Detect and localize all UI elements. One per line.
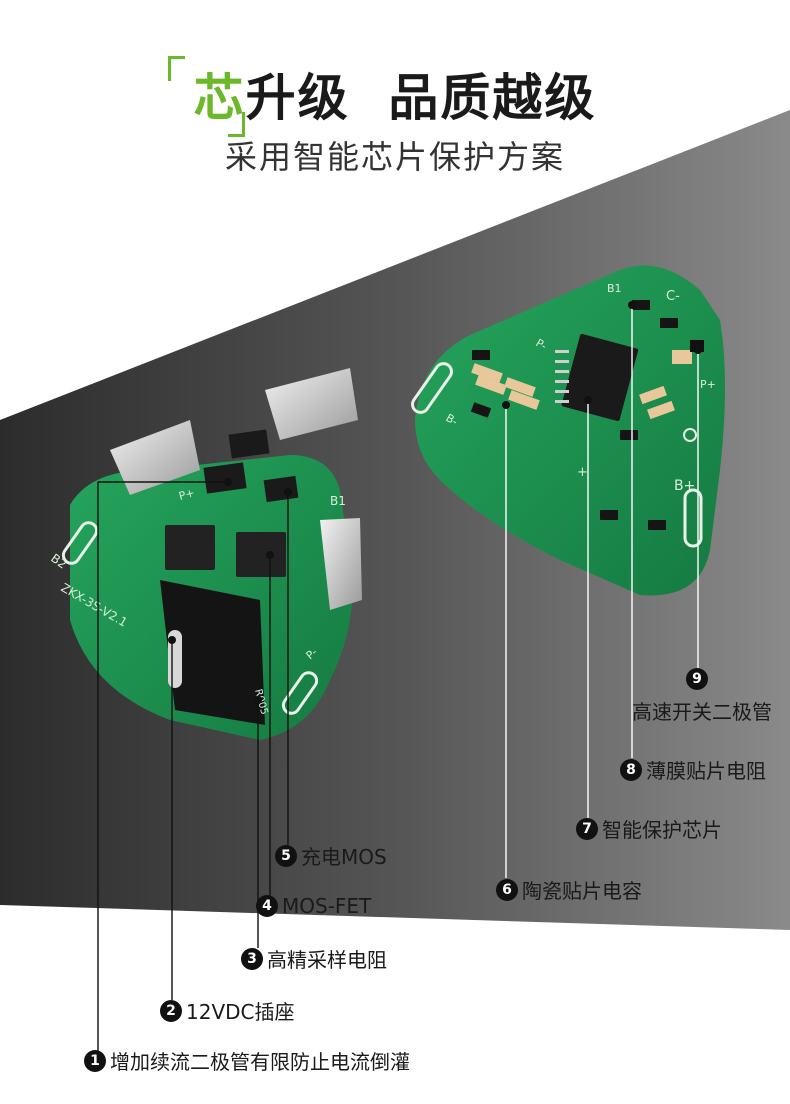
callout-5: 5 充电MOS xyxy=(275,841,387,870)
callout-6: 6 陶瓷贴片电容 xyxy=(496,875,642,904)
terminal-tab xyxy=(110,420,200,495)
protection-ic xyxy=(561,333,639,422)
via-hole xyxy=(683,428,697,442)
terminal-tab xyxy=(265,368,358,440)
callout-text: MOS-FET xyxy=(282,894,372,918)
callout-text: 智能保护芯片 xyxy=(602,818,722,842)
callout-number: 5 xyxy=(275,844,297,867)
diode-component xyxy=(203,462,247,494)
solder-pad xyxy=(683,488,703,548)
callout-3: 3 高精采样电阻 xyxy=(241,944,387,973)
mosfet-chip xyxy=(165,525,215,570)
callout-text: 陶瓷贴片电容 xyxy=(522,879,642,903)
mosfet-chip xyxy=(236,532,286,577)
mos-component xyxy=(263,475,299,503)
headline-chip-char: 芯 xyxy=(193,69,246,127)
callout-7: 7 智能保护芯片 xyxy=(576,814,722,843)
silk-cminus: C- xyxy=(666,289,680,304)
silk-pplus: P+ xyxy=(177,486,196,503)
terminal-tab xyxy=(320,518,362,610)
diode-component xyxy=(228,429,270,459)
film-resistors xyxy=(470,300,678,530)
solder-pad xyxy=(61,521,99,565)
pcb-right: B1 C- P+ B+ B- P- + xyxy=(411,265,725,596)
ceramic-capacitors xyxy=(471,350,692,420)
ic-pins xyxy=(555,350,569,403)
pcb-right-board xyxy=(415,265,725,596)
headline: 芯升级 品质越级 xyxy=(0,58,790,130)
callout-1: 1 增加续流二极管有限防止电流倒灌 xyxy=(84,1046,410,1075)
silk-bminus: B- xyxy=(444,411,460,428)
silk-b1: B1 xyxy=(330,494,346,508)
callout-text: 增加续流二极管有限防止电流倒灌 xyxy=(110,1050,410,1074)
callout-text: 12VDC插座 xyxy=(186,1000,295,1024)
callout-number: 1 xyxy=(84,1049,106,1072)
leader-dots xyxy=(168,301,702,704)
silk-pplus: P+ xyxy=(700,378,716,391)
bracket-decoration-left xyxy=(168,56,185,81)
callout-number: 6 xyxy=(496,878,518,901)
subtitle: 采用智能芯片保护方案 xyxy=(224,138,565,176)
callout-8: 8 薄膜贴片电阻 xyxy=(620,755,766,784)
bracket-decoration-right xyxy=(228,112,245,137)
callout-text: 高速开关二极管 xyxy=(632,700,772,724)
pcb-left: B2 B1 P+ P- ZKX-3S-V2.1 R005 xyxy=(48,368,362,740)
callout-number: 8 xyxy=(620,758,642,781)
leader-lines-light xyxy=(505,305,699,878)
silk-b1: B1 xyxy=(607,282,622,295)
solder-pad xyxy=(411,362,453,414)
callout-text: 高精采样电阻 xyxy=(267,948,387,972)
leader-lines xyxy=(97,481,289,1052)
callout-number: 9 xyxy=(686,668,708,690)
silk-plus: + xyxy=(577,465,588,480)
callout-number: 2 xyxy=(160,999,182,1022)
callout-9: 高速开关二极管 xyxy=(632,696,772,725)
dc-socket xyxy=(160,580,265,725)
callout-9-number-wrap: 9 xyxy=(686,668,712,690)
solder-pad xyxy=(281,671,319,715)
callout-number: 3 xyxy=(241,947,263,970)
callout-number: 7 xyxy=(576,817,598,840)
callout-4: 4 MOS-FET xyxy=(256,894,371,918)
callout-text: 充电MOS xyxy=(301,845,387,869)
callout-number: 4 xyxy=(256,895,278,917)
callout-2: 2 12VDC插座 xyxy=(160,996,295,1025)
callout-text: 薄膜贴片电阻 xyxy=(646,759,766,783)
silk-bplus: B+ xyxy=(674,478,695,494)
leader-line-1 xyxy=(97,481,228,1052)
headline-text: 升级 品质越级 xyxy=(245,69,597,127)
